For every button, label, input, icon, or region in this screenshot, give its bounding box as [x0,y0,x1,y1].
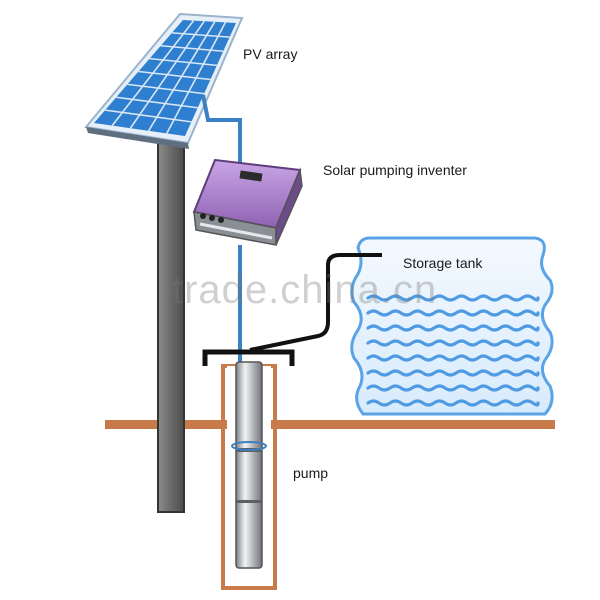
ground-line [105,420,555,429]
pv-cable [201,94,242,170]
water-wave [366,324,540,332]
panel-cell-divider [171,32,230,38]
water-wave [366,339,540,347]
label-pv-array: PV array [243,46,298,62]
panel-cell-divider [105,109,192,123]
water-wave [366,399,540,407]
panel-cell-divider [127,83,205,95]
panel-cell-divider [111,20,195,127]
water-wave [366,294,540,302]
panel-cell-divider [138,70,211,81]
storage-tank [350,236,554,416]
watermark-text: trade.china.cn [172,268,438,312]
support-pole [157,139,185,513]
label-inverter: Solar pumping inventer [323,162,467,178]
outlet-pipe [249,253,382,352]
panel-cell-divider [160,44,224,53]
panel-cell-divider [149,57,217,67]
water-wave [366,309,540,317]
panel-cell-divider [116,96,198,109]
panel-cell-divider [166,22,227,134]
pv-array [84,12,244,149]
water-wave [366,384,540,392]
water-wave [366,354,540,362]
label-pump: pump [293,465,329,481]
label-storage-tank: Storage tank [403,255,483,271]
panel-cell-divider [147,21,216,132]
submersible-pump [231,361,267,569]
panel-cell-divider [129,20,205,129]
solar-pumping-inverter [192,158,303,246]
wellhead-frame [202,349,295,366]
water-wave [366,369,540,377]
